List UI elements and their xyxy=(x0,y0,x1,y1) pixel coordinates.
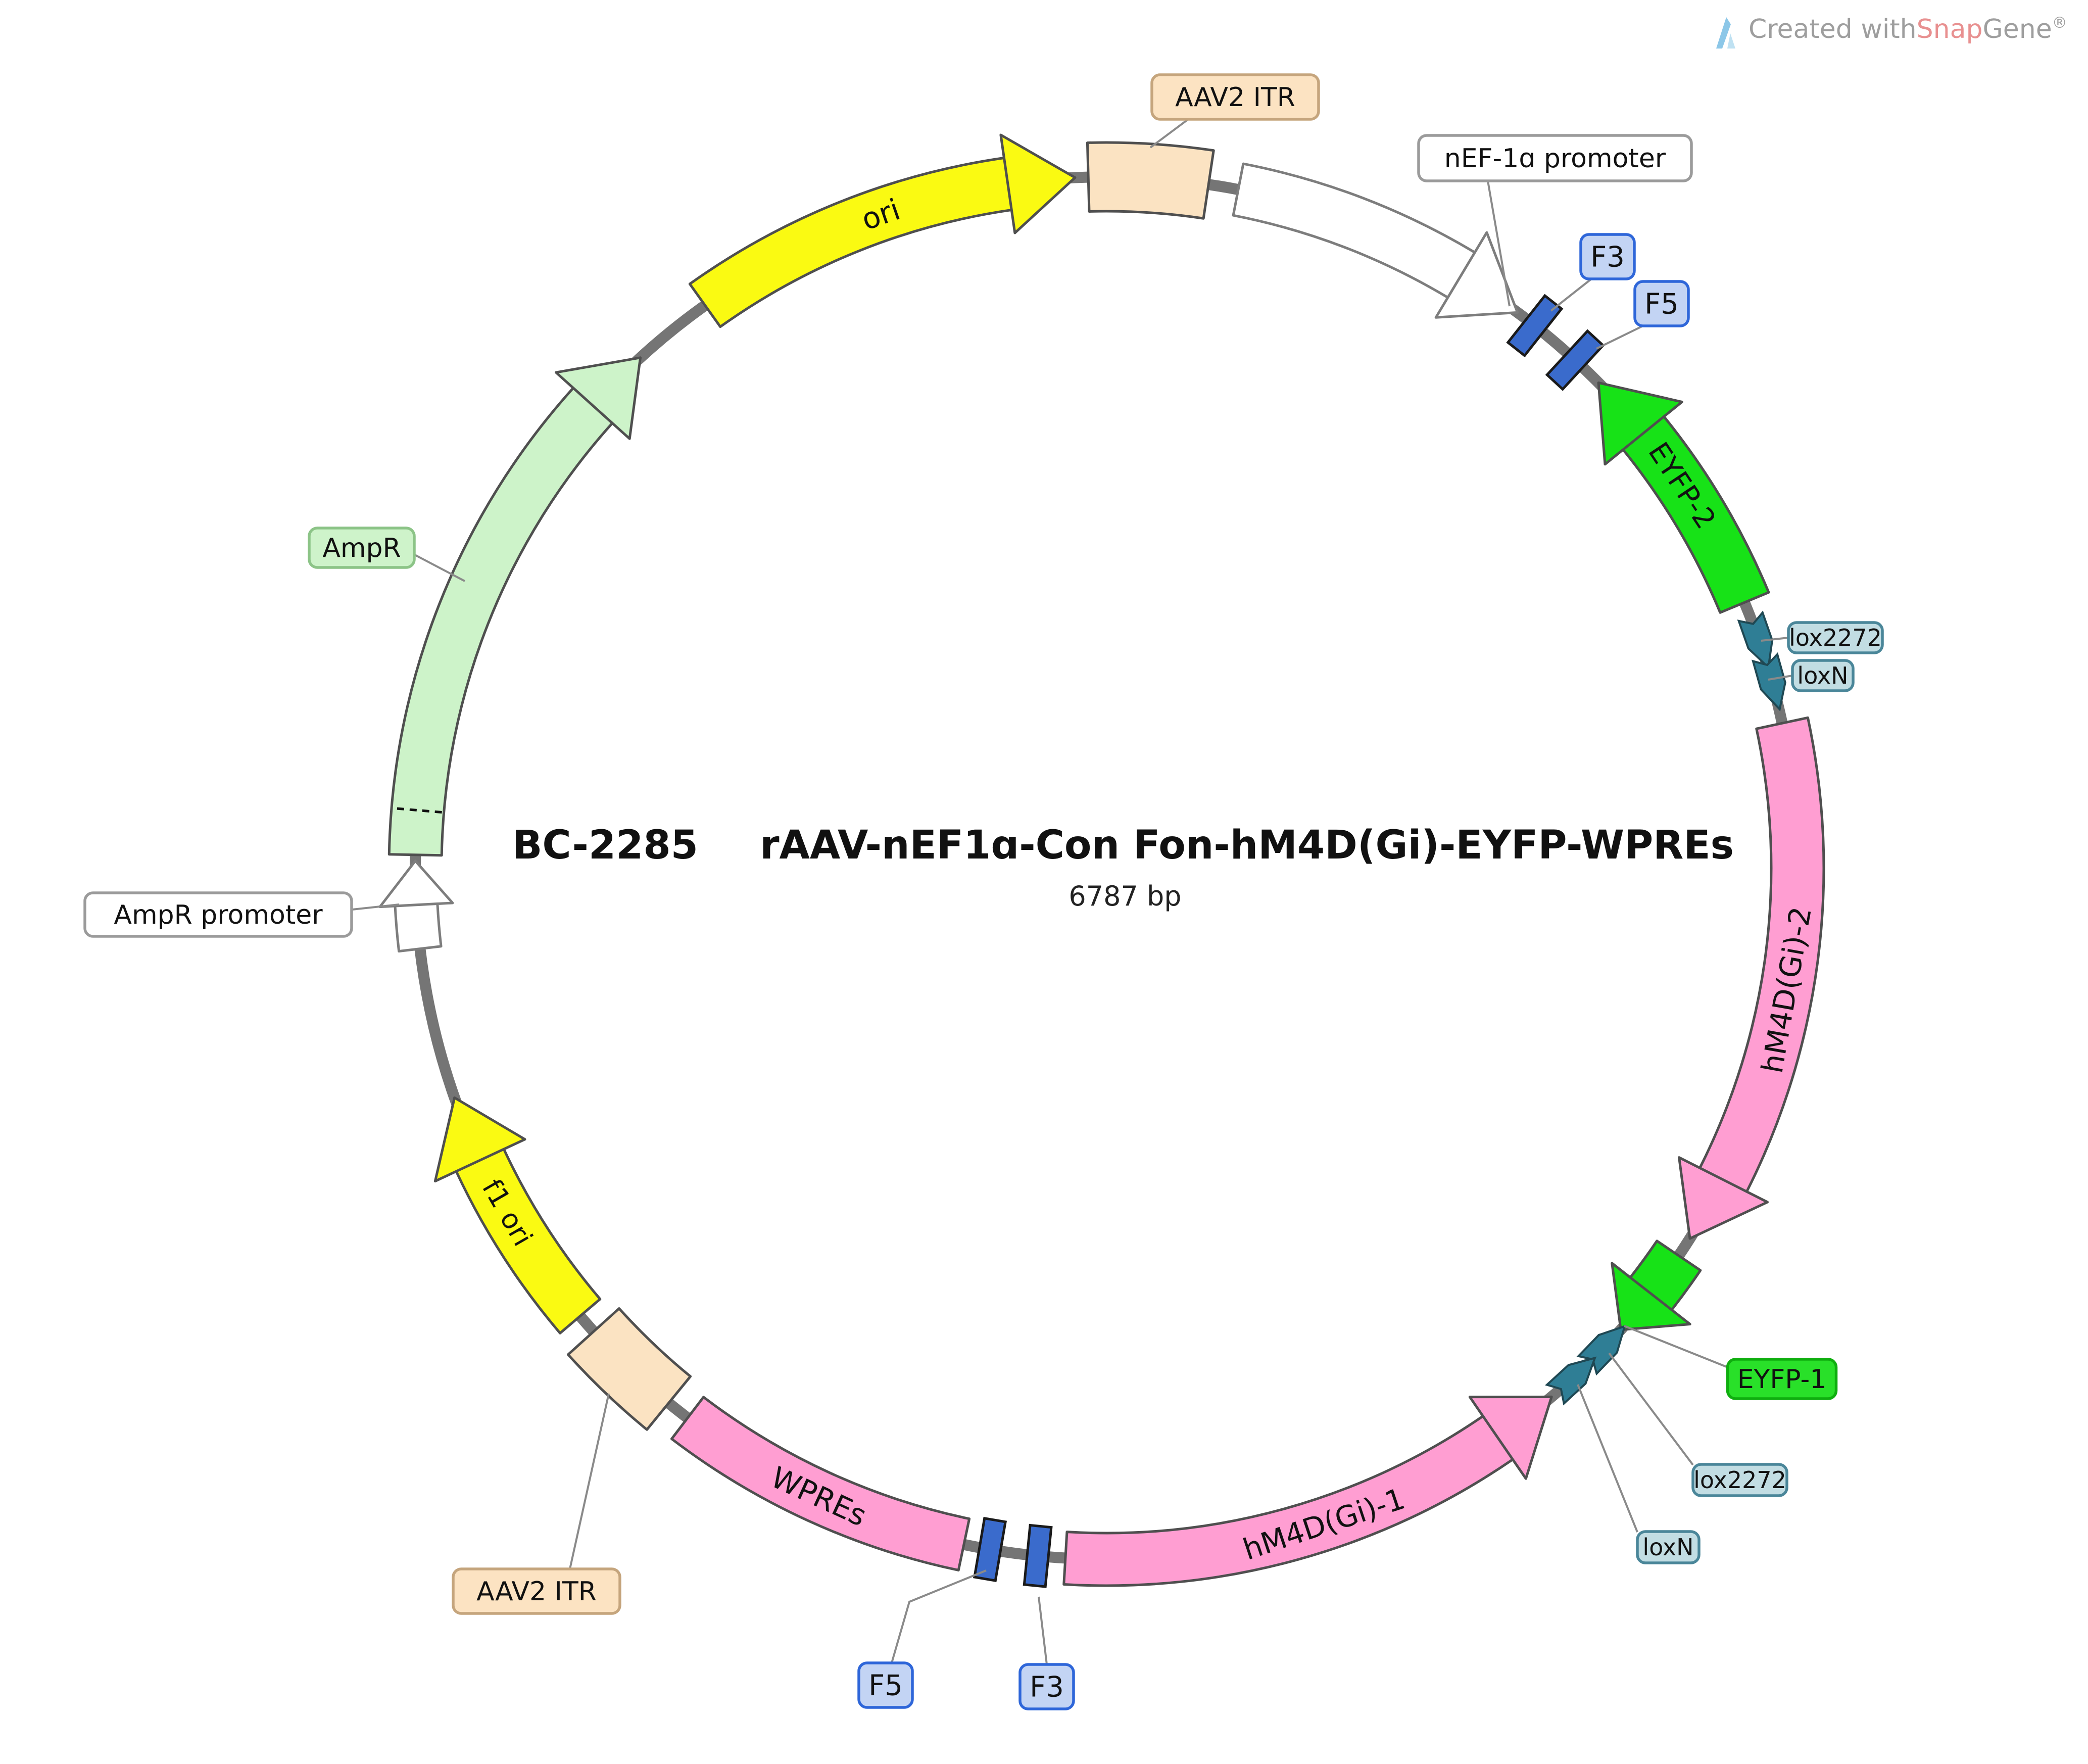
label-eyfp-1-leader-line xyxy=(1624,1325,1728,1368)
label-ampr-leader-line xyxy=(414,554,465,582)
label-nef1a-promoter-box xyxy=(1417,134,1693,182)
loxn-site-right xyxy=(1752,652,1786,711)
f5-site-top xyxy=(1545,329,1605,391)
f3-site-top xyxy=(1506,294,1564,358)
label-ampr-promoter: AmpR promoter xyxy=(114,900,323,930)
label-ampr-promoter-leader-line xyxy=(352,903,400,911)
label-ampr: AmpR xyxy=(322,533,401,563)
label-f3-top: F3 xyxy=(1590,241,1625,274)
label-ampr-box xyxy=(308,527,416,569)
label-aav2-itr-bottom: AAV2 ITR xyxy=(476,1577,597,1607)
eyfp-1-arrow xyxy=(1611,1239,1702,1331)
plasmid-construct-name: rAAV-nEF1ɑ-Con Fon-hM4D(Gi)-EYFP-WPREs xyxy=(760,823,1734,868)
label-lox2272-right: lox2272 xyxy=(1789,624,1882,651)
wpres-block xyxy=(670,1396,971,1571)
label-loxn-bottom: loxN xyxy=(1642,1534,1693,1561)
eyfp-2-arrow xyxy=(1597,381,1770,614)
label-lox2272-right-leader-line xyxy=(1761,637,1789,642)
watermark-brand-gene: Gene xyxy=(1982,14,2052,44)
hm4d-gi-2-arrow xyxy=(1678,716,1825,1240)
label-f5-bottom: F5 xyxy=(868,1670,903,1702)
label-lox2272-bottom-box xyxy=(1691,1463,1788,1497)
ori-arrow xyxy=(688,133,1077,328)
label-aav2-itr-top-box xyxy=(1150,73,1320,121)
watermark-brand-snap: Snap xyxy=(1916,14,1983,44)
label-eyfp-1: EYFP-1 xyxy=(1737,1364,1827,1395)
label-f5-top-leader-line xyxy=(1596,325,1643,350)
snapgene-watermark: Created with Snap Gene ® xyxy=(1715,14,2067,56)
label-ampr-promoter-box xyxy=(83,891,353,938)
snapgene-logo-icon xyxy=(1715,16,1741,56)
label-nef1a-promoter-leader-line xyxy=(1487,180,1511,307)
label-aav2-itr-bottom-leader-line xyxy=(569,1393,610,1569)
label-f5-bottom-box xyxy=(857,1661,914,1709)
ampr-arrow-segment-divider xyxy=(393,807,442,814)
label-lox2272-right-box xyxy=(1787,621,1884,654)
f5-site-bottom xyxy=(973,1516,1007,1583)
aav2-itr-top-block xyxy=(1086,141,1215,220)
label-f3-bottom-box xyxy=(1018,1663,1075,1710)
plasmid-id: BC-2285 xyxy=(512,823,698,868)
label-f3-bottom-leader-line xyxy=(1038,1596,1048,1665)
loxn-site-bottom xyxy=(1544,1356,1597,1406)
label-f3-top-leader-line xyxy=(1550,278,1592,312)
label-lox2272-bottom-leader-line xyxy=(1608,1352,1694,1466)
plasmid-title: BC-2285 rAAV-nEF1ɑ-Con Fon-hM4D(Gi)-EYFP… xyxy=(512,823,1734,868)
ampr-arrow xyxy=(387,356,642,857)
label-f3-bottom: F3 xyxy=(1030,1671,1064,1704)
label-aav2-itr-bottom-box xyxy=(452,1567,621,1615)
label-aav2-itr-top-leader-line xyxy=(1149,118,1189,149)
plasmid-size: 6787 bp xyxy=(1069,880,1182,912)
label-aav2-itr-top: AAV2 ITR xyxy=(1175,82,1295,113)
label-loxn-right-box xyxy=(1791,659,1855,692)
label-loxn-bottom-leader-line xyxy=(1577,1384,1638,1533)
ampr-promoter-arrow xyxy=(378,860,454,953)
label-loxn-right: loxN xyxy=(1797,662,1848,689)
label-eyfp-1-box xyxy=(1726,1358,1838,1400)
label-lox2272-bottom: lox2272 xyxy=(1693,1466,1786,1494)
watermark-registered-mark: ® xyxy=(2052,14,2067,32)
label-f3-top-box xyxy=(1579,233,1636,280)
nef1a-promoter-arrow xyxy=(1232,162,1519,319)
label-f5-top-box xyxy=(1633,280,1690,327)
hm4d-gi-1-arrow xyxy=(1062,1395,1553,1587)
label-loxn-bottom-box xyxy=(1636,1530,1701,1564)
f3-site-bottom xyxy=(1023,1523,1053,1588)
watermark-created-with: Created with xyxy=(1749,14,1917,44)
label-loxn-right-leader-line xyxy=(1768,675,1793,681)
f1-ori-arrow xyxy=(433,1096,602,1334)
label-f5-bottom-leader-line xyxy=(891,1569,987,1663)
label-f5-top: F5 xyxy=(1644,288,1679,321)
label-nef1a-promoter: nEF-1ɑ promoter xyxy=(1444,144,1666,174)
aav2-itr-bottom-block xyxy=(567,1307,692,1431)
